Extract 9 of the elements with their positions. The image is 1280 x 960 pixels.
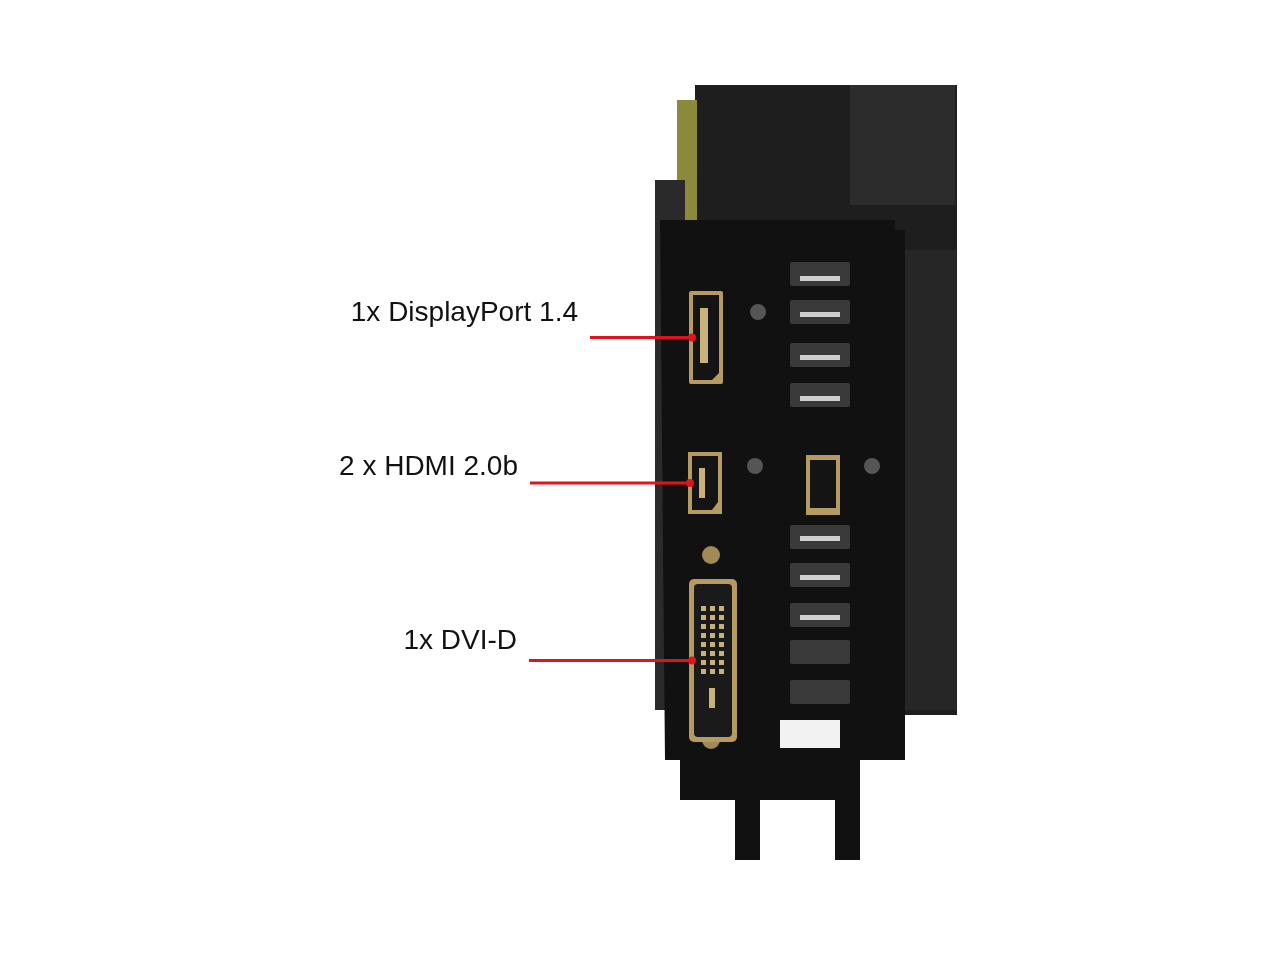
callout-label: 1x DisplayPort 1.4	[350, 296, 578, 328]
dvi-port	[688, 578, 738, 743]
callout-label: 1x DVI-D	[403, 624, 517, 656]
leader-line	[529, 656, 696, 665]
leader-line	[530, 479, 694, 487]
leader-line	[590, 333, 696, 342]
hdmi-port	[686, 450, 724, 516]
callout-label: 2 x HDMI 2.0b	[339, 450, 518, 482]
dp-port	[688, 290, 724, 385]
